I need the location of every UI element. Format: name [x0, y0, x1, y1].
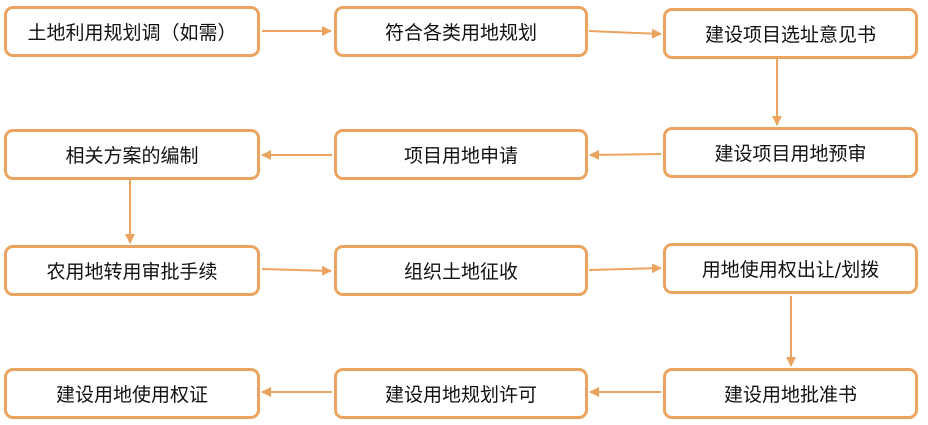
step-label: 农用地转用审批手续: [46, 261, 218, 283]
arrow-s4-s5: [589, 149, 662, 160]
step-land-application: 项目用地申请: [334, 129, 588, 180]
step-construction-approval: 建设用地批准书: [663, 368, 918, 419]
step-farmland-conversion: 农用地转用审批手续: [4, 245, 260, 296]
arrow-s7-s8: [261, 265, 332, 276]
step-land-pre-review: 建设项目用地预审: [663, 127, 918, 178]
step-site-selection-opinion: 建设项目选址意见书: [663, 8, 918, 59]
step-label: 建设项目选址意见书: [704, 24, 876, 46]
step-label: 土地利用规划调（如需）: [27, 22, 237, 44]
step-plan-compilation: 相关方案的编制: [4, 129, 260, 180]
step-land-expropriation: 组织土地征收: [334, 245, 588, 296]
step-land-right-transfer: 用地使用权出让/划拨: [663, 243, 918, 294]
step-label: 符合各类用地规划: [384, 22, 537, 44]
step-label: 相关方案的编制: [65, 145, 199, 167]
step-label: 项目用地申请: [403, 145, 518, 167]
step-label: 建设用地规划许可: [384, 384, 537, 406]
arrow-s8-s9: [588, 263, 662, 274]
step-label: 组织土地征收: [403, 261, 518, 283]
step-planning-permit: 建设用地规划许可: [334, 368, 588, 419]
step-label: 建设用地使用权证: [55, 384, 208, 406]
step-label: 建设项目用地预审: [714, 143, 867, 165]
step-label: 用地使用权出让/划拨: [701, 259, 880, 281]
step-land-use-plan-adjust: 土地利用规划调（如需）: [4, 6, 260, 57]
step-label: 建设用地批准书: [723, 384, 857, 406]
arrow-s2-s3: [588, 28, 662, 39]
step-meet-land-plans: 符合各类用地规划: [334, 6, 588, 57]
step-land-use-certificate: 建设用地使用权证: [4, 368, 260, 419]
